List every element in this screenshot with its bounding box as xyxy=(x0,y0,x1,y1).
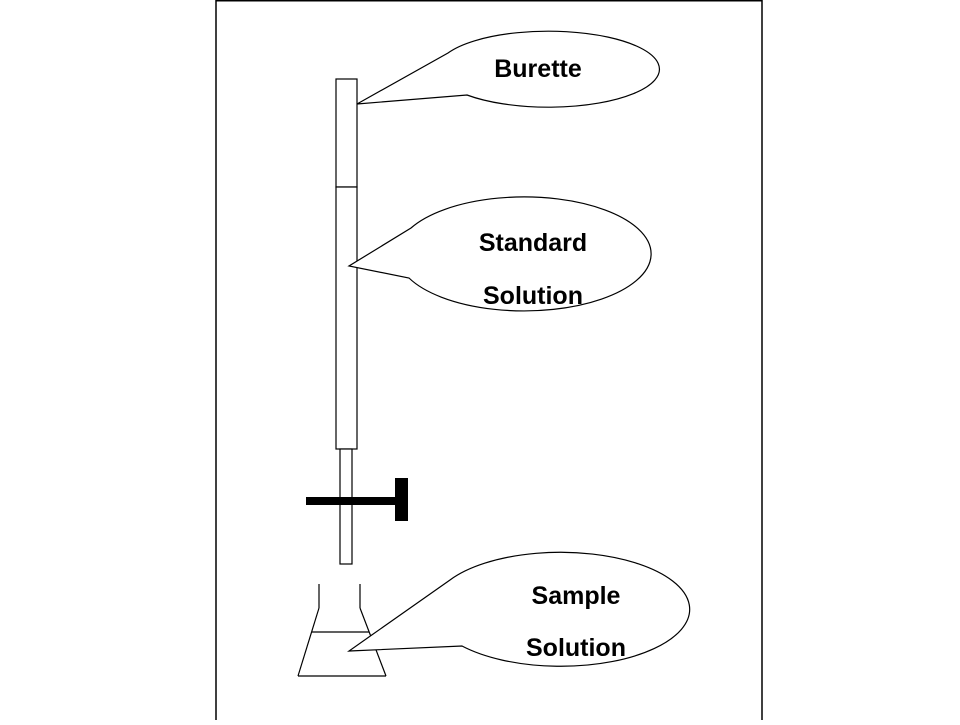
frame xyxy=(215,0,763,720)
burette-tip xyxy=(339,448,353,565)
standard-solution-label-line2: Solution xyxy=(483,282,583,310)
burette-label: Burette xyxy=(494,55,582,83)
stopcock xyxy=(306,478,408,521)
sample-solution-callout: Sample Solution xyxy=(346,551,691,667)
burette-upper-tube xyxy=(335,78,358,188)
conical-flask xyxy=(297,584,387,677)
burette-lower-tube xyxy=(335,186,358,450)
burette-callout: Burette xyxy=(356,30,660,108)
sample-solution-label-line1: Sample xyxy=(532,582,621,610)
sample-solution-label-line2: Solution xyxy=(526,634,626,662)
standard-solution-label-line1: Standard xyxy=(479,229,587,257)
standard-solution-callout: Standard Solution xyxy=(347,196,652,312)
